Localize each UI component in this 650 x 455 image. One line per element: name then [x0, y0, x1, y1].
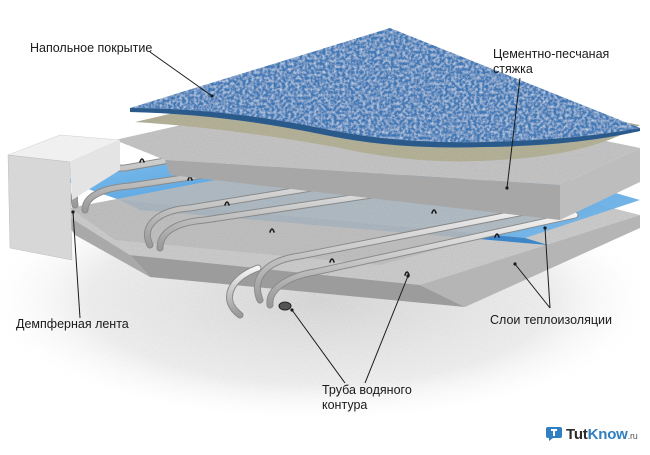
site-logo[interactable]: TutKnow.ru	[545, 425, 638, 443]
label-floor-covering-text: Напольное покрытие	[30, 41, 153, 55]
logo-brand-tld: .ru	[627, 430, 638, 441]
leader-lines	[72, 51, 551, 384]
label-damper-tape: Демпферная лента	[16, 317, 129, 332]
label-pipe-line1: Труба водяного	[322, 383, 412, 397]
middle-slab	[70, 158, 555, 265]
logo-brand-accent: Know	[587, 425, 628, 443]
logo-text: TutKnow.ru	[566, 426, 638, 443]
pipe-end	[278, 301, 292, 311]
label-damper-tape-text: Демпферная лента	[16, 317, 129, 331]
leader-dots	[71, 94, 547, 312]
label-pipe-line2: контура	[322, 398, 368, 412]
label-insulation-layers: Слои теплоизоляции	[490, 313, 612, 328]
leader-pipe-1	[291, 309, 346, 384]
speech-bubble-icon	[546, 427, 562, 441]
heating-pipe	[70, 124, 579, 319]
floor-covering	[130, 28, 640, 148]
leader-insulation-2	[544, 227, 551, 309]
leader-pipe-2	[364, 275, 409, 384]
leader-floor-covering	[149, 51, 213, 97]
leader-damper-tape	[72, 211, 81, 319]
label-screed-line1: Цементно-песчаная	[493, 47, 610, 61]
leader-insulation-1	[514, 263, 551, 309]
label-floor-covering: Напольное покрытие	[30, 41, 152, 56]
label-screed-line2: стяжка	[493, 62, 533, 76]
label-insulation-layers-text: Слои теплоизоляции	[490, 313, 612, 327]
label-screed: Цементно-песчаная стяжка	[493, 47, 609, 77]
label-pipe: Труба водяного контура	[322, 383, 412, 413]
logo-brand-main: Tut	[566, 425, 588, 443]
leader-screed	[506, 77, 521, 189]
damper-tape	[7, 134, 121, 261]
